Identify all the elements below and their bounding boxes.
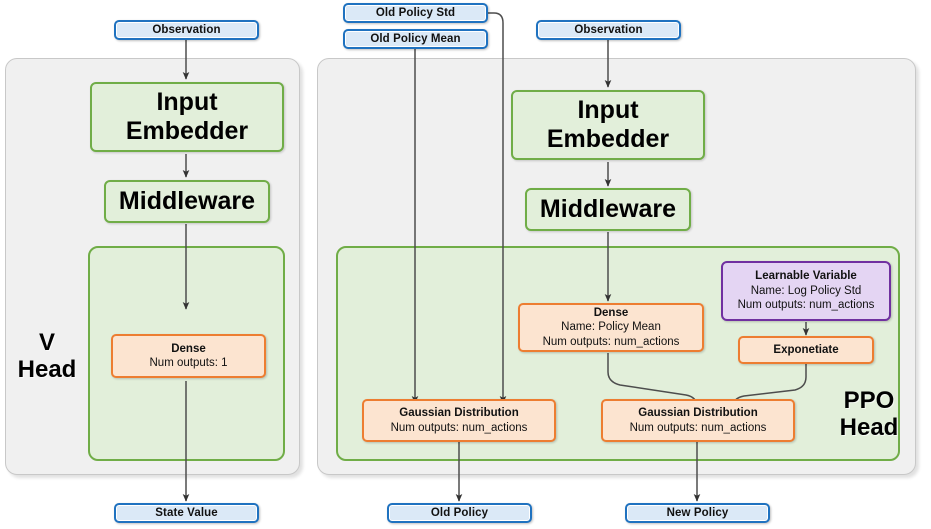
ppo-gaussian-new-title: Gaussian Distribution [638, 407, 758, 420]
ppo-gaussian-old-sub1: Num outputs: num_actions [390, 421, 528, 434]
ppo-gaussian-old-title: Gaussian Distribution [399, 407, 519, 420]
v-middleware-block[interactable]: Middleware [104, 180, 270, 223]
io-old-policy[interactable]: Old Policy [387, 503, 532, 523]
ppo-input-embedder-label: Input Embedder [546, 96, 670, 153]
ppo-learnable-variable-sub2: Num outputs: num_actions [737, 299, 875, 312]
ppo-exponentiate-block[interactable]: Exponetiate [738, 336, 874, 364]
v-middleware-label: Middleware [118, 187, 256, 215]
io-state-value[interactable]: State Value [114, 503, 259, 523]
v-dense-title: Dense [171, 342, 206, 355]
ppo-middleware-block[interactable]: Middleware [525, 188, 691, 231]
io-observation-left[interactable]: Observation [114, 20, 259, 40]
io-observation-left-label: Observation [152, 24, 221, 36]
ppo-middleware-label: Middleware [539, 195, 677, 223]
io-old-policy-std[interactable]: Old Policy Std [343, 3, 488, 23]
ppo-dense-sub1: Name: Policy Mean [561, 321, 661, 334]
ppo-gaussian-new-policy-block[interactable]: Gaussian Distribution Num outputs: num_a… [601, 399, 795, 442]
ppo-dense-title: Dense [593, 306, 629, 319]
io-new-policy[interactable]: New Policy [625, 503, 770, 523]
io-observation-right[interactable]: Observation [536, 20, 681, 40]
io-old-policy-label: Old Policy [430, 507, 489, 519]
ppo-learnable-variable-block[interactable]: Learnable Variable Name: Log Policy Std … [721, 261, 891, 321]
ppo-head-label-line2: Head [839, 413, 899, 441]
ppo-dense-sub2: Num outputs: num_actions [542, 335, 680, 348]
ppo-gaussian-old-policy-block[interactable]: Gaussian Distribution Num outputs: num_a… [362, 399, 556, 442]
ppo-gaussian-new-sub1: Num outputs: num_actions [629, 421, 767, 434]
ppo-input-embedder-block[interactable]: Input Embedder [511, 90, 705, 160]
ppo-learnable-variable-sub1: Name: Log Policy Std [750, 284, 862, 297]
ppo-head-label-line1: PPO [843, 387, 895, 414]
v-input-embedder-block[interactable]: Input Embedder [90, 82, 284, 152]
io-old-policy-mean-label: Old Policy Mean [370, 33, 461, 45]
ppo-dense-policy-mean-block[interactable]: Dense Name: Policy Mean Num outputs: num… [518, 303, 704, 352]
io-state-value-label: State Value [155, 507, 218, 519]
io-new-policy-label: New Policy [666, 507, 729, 519]
v-head-label-line1: V [38, 329, 55, 356]
v-input-embedder-label: Input Embedder [125, 88, 249, 145]
v-head-label-line2: Head [17, 355, 77, 383]
io-old-policy-mean[interactable]: Old Policy Mean [343, 29, 488, 49]
ppo-learnable-variable-title: Learnable Variable [755, 269, 857, 282]
io-observation-right-label: Observation [574, 24, 643, 36]
io-old-policy-std-label: Old Policy Std [375, 7, 456, 19]
v-dense-block[interactable]: Dense Num outputs: 1 [111, 334, 266, 378]
v-dense-sub1: Num outputs: 1 [149, 357, 228, 369]
ppo-head-group-label: PPO Head [826, 387, 912, 442]
ppo-exponentiate-title: Exponetiate [773, 343, 839, 356]
v-head-group-label: V Head [12, 329, 82, 384]
